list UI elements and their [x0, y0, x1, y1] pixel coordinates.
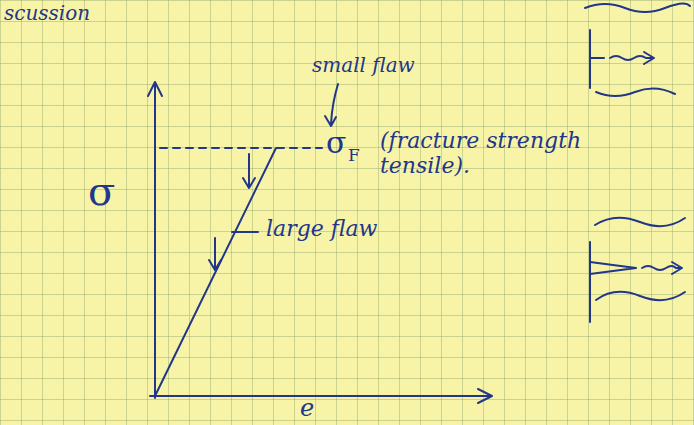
leader-dash: [232, 231, 258, 233]
strain-axis: [150, 395, 490, 397]
axis-arrowhead: [148, 82, 162, 96]
axis-arrowhead: [478, 389, 492, 403]
leader-arrow: [325, 84, 338, 126]
specimen-edge: [589, 242, 591, 322]
crack-arrow: [642, 262, 682, 274]
stress-axis: [154, 84, 156, 398]
symbol: σ: [326, 126, 346, 161]
axis-label: σ: [88, 168, 115, 214]
fracture-level-line: [160, 147, 322, 149]
subscript: F: [348, 146, 360, 166]
wavy-edge: [596, 292, 685, 300]
annotation: (fracture strength tensile).: [380, 128, 595, 179]
crack: [590, 262, 636, 274]
crack: [590, 57, 604, 59]
axis-label: e: [300, 395, 314, 423]
annotation: large flaw: [266, 216, 377, 241]
crack-arrow: [610, 52, 654, 64]
drop-arrow: [243, 154, 255, 188]
heading-fragment: scussion: [4, 2, 90, 25]
drop-arrow: [209, 238, 221, 270]
wavy-edge: [595, 218, 685, 227]
wavy-edge: [585, 3, 690, 12]
annotation: small flaw: [312, 54, 415, 77]
stress-strain-line: [155, 148, 276, 396]
wavy-edge: [596, 88, 675, 96]
